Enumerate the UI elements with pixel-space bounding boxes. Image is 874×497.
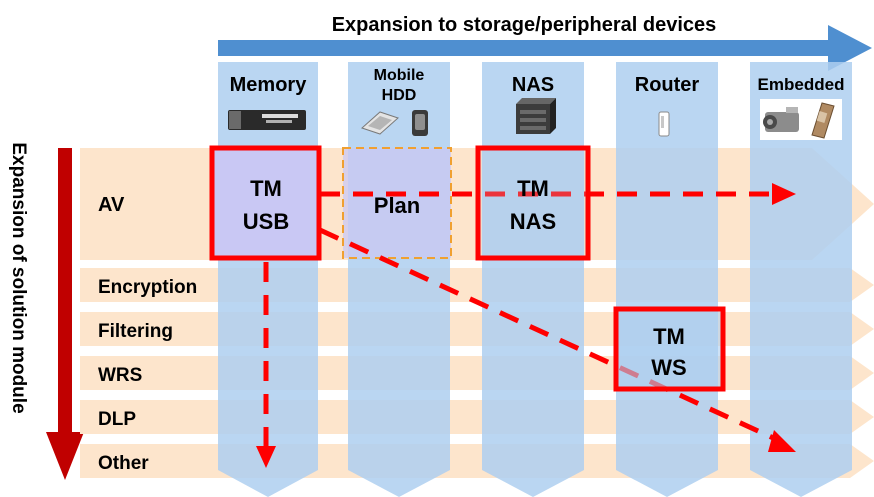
plan-label: Plan	[374, 193, 420, 218]
vertical-expansion-arrow	[46, 148, 84, 480]
camera-and-phone-icon	[760, 99, 842, 140]
column-label-embedded: Embedded	[758, 75, 845, 94]
column-label-router: Router	[635, 74, 700, 96]
tm-nas-box	[475, 145, 591, 261]
row-label-other: Other	[98, 453, 149, 474]
tm-nas-label-line1: TM	[517, 176, 549, 201]
row-label-av: AV	[98, 194, 125, 216]
row-label-wrs: WRS	[98, 365, 142, 386]
portable-hard-drive-icon	[361, 110, 428, 136]
tm-usb-label-line2: USB	[243, 209, 289, 234]
plan-box	[342, 147, 452, 259]
column-label-nas: NAS	[512, 74, 554, 96]
arrowhead-horizontal	[772, 183, 796, 205]
arrowhead-vertical	[256, 446, 276, 468]
horizontal-axis-title: Expansion to storage/peripheral devices	[332, 14, 717, 36]
tm-usb-box	[209, 145, 322, 261]
column-label-memory: Memory	[230, 74, 308, 96]
router-icon	[658, 111, 670, 137]
nas-server-icon	[516, 98, 556, 134]
row-label-dlp: DLP	[98, 409, 136, 430]
tm-ws-label-line1: TM	[653, 324, 685, 349]
tm-ws-box	[613, 306, 726, 392]
tm-usb-label-line1: TM	[250, 176, 282, 201]
row-label-filtering: Filtering	[98, 321, 173, 342]
column-label-hdd: HDD	[382, 87, 417, 104]
tm-ws-label-line2: WS	[651, 355, 686, 380]
expansion-dashed-arrows	[263, 191, 784, 448]
usb-memory-stick-icon	[228, 110, 306, 130]
horizontal-expansion-arrow	[218, 25, 872, 71]
tm-nas-label-line2: NAS	[510, 209, 556, 234]
column-label-mobile: Mobile	[374, 67, 425, 84]
column-nas	[482, 62, 584, 497]
dashed-arrow-diagonal	[318, 227, 784, 445]
row-label-encryption: Encryption	[98, 277, 197, 298]
vertical-axis-title: Expansion of solution module	[8, 142, 29, 413]
column-embedded	[750, 62, 852, 497]
arrowhead-diagonal	[768, 430, 796, 452]
